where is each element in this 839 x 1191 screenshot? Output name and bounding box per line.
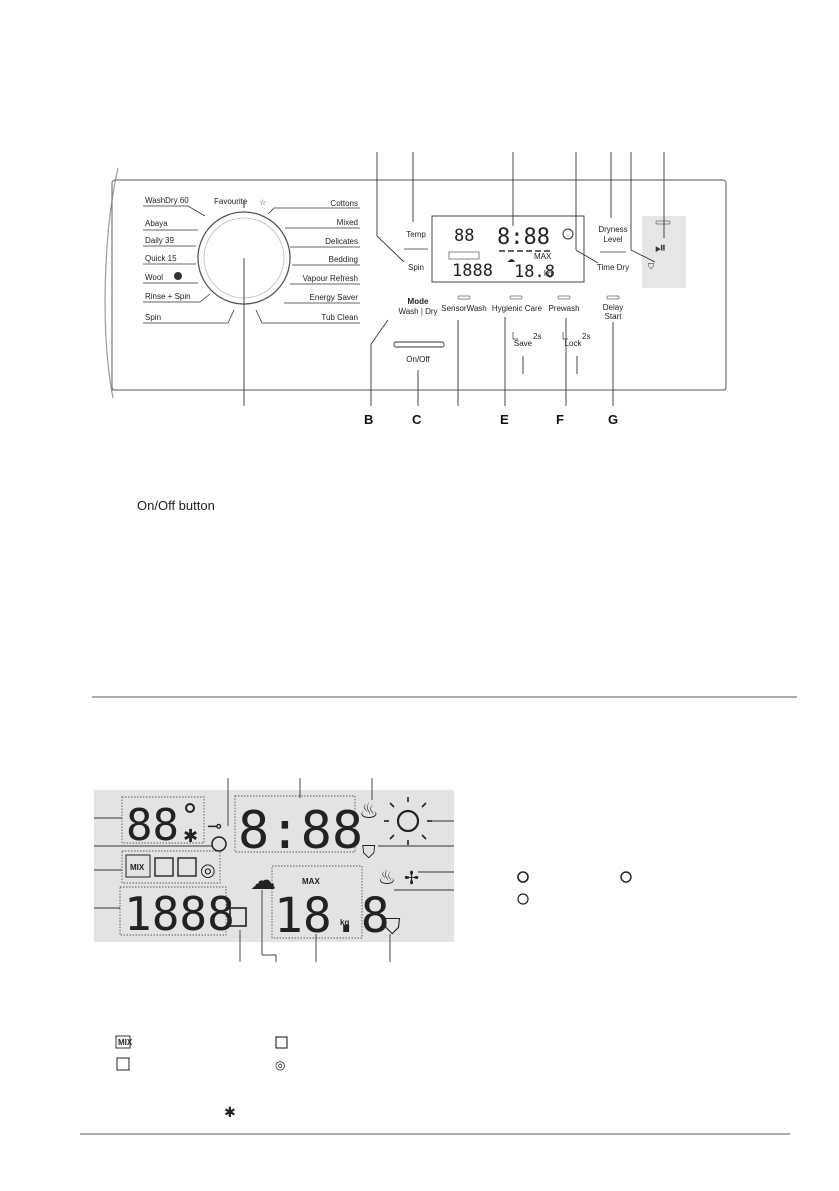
rinse-plus-icon — [177, 857, 197, 877]
detergent-icon — [154, 857, 174, 877]
panel-kg-label: kg — [544, 269, 552, 278]
wool-icon — [174, 272, 182, 280]
callout-c: C — [412, 412, 422, 427]
programme-wool[interactable]: Wool — [145, 273, 163, 282]
programme-abaya[interactable]: Abaya — [145, 219, 168, 228]
programme-rinse-spin[interactable]: Rinse + Spin — [145, 292, 191, 301]
shirt-plus-icon: ⛉ — [384, 915, 401, 940]
large-weight-digits: 18.8 — [274, 888, 390, 944]
time-dry-button[interactable]: Time Dry — [597, 263, 629, 272]
lock-2s: 2s — [582, 332, 590, 341]
mix-icon — [125, 854, 151, 878]
panel-steam-icon: ☁ — [507, 255, 515, 264]
star-icon: ☆ — [259, 198, 266, 207]
callout-b: B — [364, 412, 373, 427]
programme-list-left: WashDry 60 Abaya Daily 39 Quick 15 Wool … — [143, 196, 235, 324]
programme-delicates[interactable]: Delicates — [325, 237, 358, 246]
max-label: MAX — [302, 877, 320, 886]
shirt-icon: ⛉ — [362, 842, 376, 863]
temp-button[interactable]: Temp — [406, 230, 426, 239]
display-callout-lines — [94, 778, 454, 962]
delay-start-line2[interactable]: Start — [605, 312, 623, 321]
heat-icon: ♨ — [378, 865, 396, 889]
favourite-label: Favourite — [214, 197, 248, 206]
large-time-digits: 8:88 — [238, 801, 363, 861]
legend-mix-icon — [115, 1035, 131, 1049]
programme-mixed[interactable]: Mixed — [337, 218, 358, 227]
legend-mix-label: MIX — [118, 1038, 133, 1047]
programme-quick15[interactable]: Quick 15 — [145, 254, 177, 263]
delay-start-line1[interactable]: Delay — [603, 303, 623, 312]
panel-count-digits: 1888 — [452, 261, 493, 281]
steam-dry-icon: ♨ — [359, 799, 379, 824]
legend-spiral-icon: ◎ — [275, 1058, 285, 1072]
callout-e: E — [500, 412, 509, 427]
programme-bedding[interactable]: Bedding — [329, 255, 358, 264]
save-2s: 2s — [533, 332, 541, 341]
panel-temp-digits: 88 — [454, 226, 474, 246]
prewash-button[interactable]: Prewash — [548, 304, 579, 313]
dryness-level-line2[interactable]: Level — [603, 235, 622, 244]
legend-sun-empty-icon — [517, 893, 529, 905]
mix-icon-label: MIX — [130, 863, 145, 872]
callout-letters: B C E F G — [364, 412, 618, 427]
lock-label: Lock — [565, 339, 583, 348]
legend-rinse-plus-icon — [116, 1057, 130, 1071]
lock-icon: ⊸ — [207, 816, 222, 837]
legend-cold-icon: ✱ — [224, 1105, 236, 1121]
spin-button[interactable]: Spin — [408, 263, 424, 272]
programme-daily39[interactable]: Daily 39 — [145, 236, 174, 245]
large-count-digits: 1888 — [124, 887, 235, 941]
delay-clock-icon — [211, 836, 227, 852]
panel-display — [431, 215, 585, 283]
panel-weight-digits: 18.8 — [514, 262, 555, 282]
save-label: Save — [514, 339, 533, 348]
programme-cottons[interactable]: Cottons — [330, 199, 358, 208]
panel-max-label: MAX — [534, 252, 552, 261]
spin-spiral-icon: ◎ — [200, 860, 216, 881]
drum-icon — [229, 907, 247, 927]
large-display — [94, 790, 454, 942]
legend-detergent-icon — [275, 1036, 288, 1049]
programme-vapour-refresh[interactable]: Vapour Refresh — [303, 274, 358, 283]
callout-lines-bottom — [243, 258, 614, 406]
panel-sun-icon — [562, 228, 574, 240]
panel-time-digits: 8:88 — [497, 225, 550, 250]
steam-cloud-icon: ☁ — [250, 866, 276, 896]
callout-lines-top — [376, 152, 665, 264]
programme-energy-saver[interactable]: Energy Saver — [310, 293, 359, 302]
programme-list-right: Cottons Mixed Delicates Bedding Vapour R… — [255, 199, 360, 324]
onoff-button-shape[interactable] — [393, 341, 445, 348]
sensorwash-button[interactable]: SensorWash — [441, 304, 487, 313]
programme-tub-clean[interactable]: Tub Clean — [321, 313, 358, 322]
mode-sub-label: Wash | Dry — [398, 307, 437, 316]
programme-washdry60[interactable]: WashDry 60 — [145, 196, 189, 205]
start-pause-icon: ⏯ — [655, 240, 666, 256]
onoff-caption: On/Off button — [137, 498, 215, 513]
cold-icon: ✱ — [183, 826, 198, 847]
kg-label: kg — [340, 918, 349, 927]
legend-sun-full-icon — [517, 871, 529, 883]
panel-option-icons — [448, 251, 480, 260]
callout-g: G — [608, 412, 618, 427]
callout-f: F — [556, 412, 564, 427]
fan-icon: ✢ — [404, 868, 419, 889]
dry-sun-icon — [396, 809, 420, 833]
onoff-button-label[interactable]: On/Off — [406, 355, 430, 364]
programme-spin[interactable]: Spin — [145, 313, 161, 322]
legend-sun-half-icon — [620, 871, 632, 883]
hygienic-care-button[interactable]: Hygienic Care — [492, 304, 543, 313]
mode-label[interactable]: Mode — [408, 297, 429, 306]
large-temp-digits: 88 — [126, 800, 179, 851]
dryness-level-line1[interactable]: Dryness — [598, 225, 627, 234]
shirt-small-icon: ⛉ — [648, 262, 654, 271]
